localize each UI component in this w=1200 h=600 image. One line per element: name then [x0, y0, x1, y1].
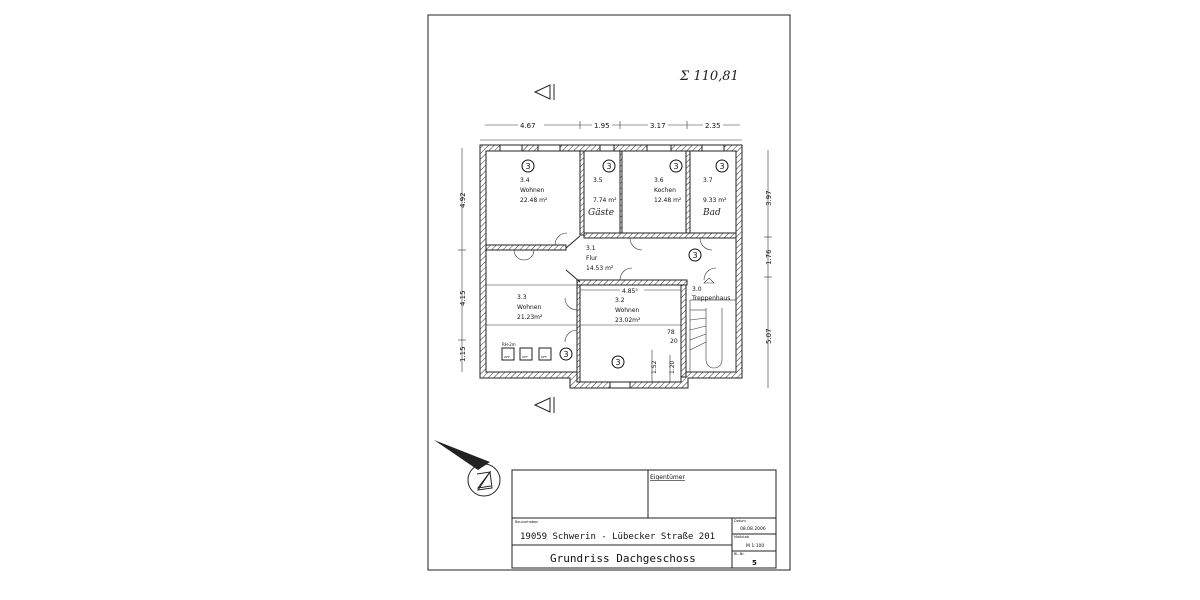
rooms-6-level: 3: [616, 358, 621, 367]
title_block-sheet_no: 5: [752, 559, 757, 567]
sheet-dimensions_right-0: 3.97: [765, 190, 773, 206]
sheet-radiator_tag: OFF: [504, 355, 510, 359]
north-arrow-icon: [434, 440, 501, 497]
rooms-4-name: Flur: [586, 255, 598, 262]
sheet-dimensions_left-2: 1.15: [459, 346, 467, 362]
title_block-sheet_label: Bl.-Nr.: [734, 552, 745, 556]
room-3-6: 3 3.6 Kochen 12.48 m²: [654, 159, 683, 204]
floor-plan: RH-2m OFF OFF OFF 4.85⁵ 78 20 1.52 1.20: [479, 139, 743, 389]
rooms-3-number: 3.7: [703, 177, 713, 184]
rooms-2-number: 3.6: [654, 177, 664, 184]
dimension-right: 3.97 1.76 5.07: [764, 150, 773, 388]
rooms-0-level: 3: [526, 162, 531, 171]
sheet-radiator_tag: OFF: [541, 355, 547, 359]
rooms-5-number: 3.3: [517, 294, 527, 301]
room-3-1: 3 3.1 Flur 14.53 m²: [586, 245, 702, 272]
rooms-1-note: Gäste: [588, 208, 614, 218]
title_block-scale: M 1:100: [746, 543, 764, 549]
rooms-6-area: 23.02m²: [615, 317, 641, 324]
sheet-dimensions_left-0: 4.92: [459, 192, 467, 208]
rooms-1-area: 7.74 m²: [593, 197, 617, 204]
rooms-1-level: 3: [607, 162, 612, 171]
rooms-0-number: 3.4: [520, 177, 530, 184]
rooms-7-name: Treppenhaus: [691, 295, 730, 302]
sheet-radiator_label: RH-2m: [502, 342, 516, 347]
rooms-6-number: 3.2: [615, 297, 625, 304]
title_block-date: 08.08.2006: [740, 526, 766, 532]
sheet-dimensions_inner-1: 78: [667, 329, 675, 336]
sheet-dimensions_inner-3: 1.52: [651, 360, 658, 374]
sheet-dimensions_top-3: 2.35: [705, 122, 721, 130]
room-3-2: 3 3.2 Wohnen 23.02m²: [611, 297, 641, 369]
owner-label: Eigentümer: [650, 474, 685, 481]
sheet-dimensions_inner-2: 20: [670, 338, 678, 345]
title-block: Eigentümer Bauvorhaben 19059 Schwerin - …: [511, 469, 777, 569]
drawing-title: Grundriss Dachgeschoss: [550, 552, 696, 565]
rooms-3-area: 9.33 m²: [703, 197, 727, 204]
rooms-4-area: 14.53 m²: [586, 265, 614, 272]
rooms-4-level: 3: [693, 251, 698, 260]
rooms-5-name: Wohnen: [517, 304, 542, 311]
rooms-2-level: 3: [674, 162, 679, 171]
rooms-6-name: Wohnen: [615, 307, 640, 314]
sheet-dimensions_top-1: 1.95: [594, 122, 610, 130]
rooms-2-area: 12.48 m²: [654, 197, 682, 204]
section-marker-icon: [533, 84, 555, 100]
room-3-7: 3 3.7 9.33 m² Bad: [702, 159, 729, 218]
sheet-dimensions_top-0: 4.67: [520, 122, 536, 130]
room-3-0: 3.0 Treppenhaus: [691, 286, 730, 302]
section-marker-icon: [533, 397, 555, 413]
room-3-4: 3 3.4 Wohnen 22.48 m²: [520, 159, 548, 204]
sheet-radiator_tag: OFF: [522, 355, 528, 359]
rooms-3-level: 3: [720, 162, 725, 171]
title_block-project_label: Bauvorhaben: [515, 520, 538, 524]
rooms-1-number: 3.5: [593, 177, 603, 184]
room-3-5: 3 3.5 7.74 m² Gäste: [588, 159, 617, 218]
title_block-scale_label: Maßstab: [734, 535, 750, 539]
sheet-dimensions_inner-0: 4.85⁵: [622, 288, 638, 295]
rooms-3-note: Bad: [702, 208, 721, 218]
rooms-5-area: 21.23m²: [517, 314, 543, 321]
rooms-7-number: 3.0: [692, 286, 702, 293]
rooms-0-area: 22.48 m²: [520, 197, 548, 204]
sheet-dimensions_inner-4: 1.20: [669, 360, 676, 374]
staircase: [689, 277, 737, 373]
sheet-border: [427, 14, 791, 571]
rooms-4-number: 3.1: [586, 245, 596, 252]
rooms-0-name: Wohnen: [520, 187, 545, 194]
sheet-dimensions_left-1: 4.15: [459, 290, 467, 306]
project-address: 19059 Schwerin - Lübecker Straße 201: [520, 532, 715, 542]
sheet-dimensions_right-2: 5.07: [765, 328, 773, 344]
rooms-2-name: Kochen: [654, 187, 676, 194]
total-area-note: Σ 110,81: [679, 69, 739, 84]
sheet-dimensions_top-2: 3.17: [650, 122, 666, 130]
dimension-left: 4.92 4.15 1.15: [458, 148, 467, 372]
dimension-top: 4.67 1.95 3.17 2.35: [485, 120, 740, 130]
title_block-date_label: Datum: [734, 519, 746, 523]
rooms-5-level: 3: [564, 350, 569, 359]
room-3-3: 3 3.3 Wohnen 21.23m²: [517, 294, 573, 361]
sheet-dimensions_right-1: 1.76: [765, 249, 773, 265]
